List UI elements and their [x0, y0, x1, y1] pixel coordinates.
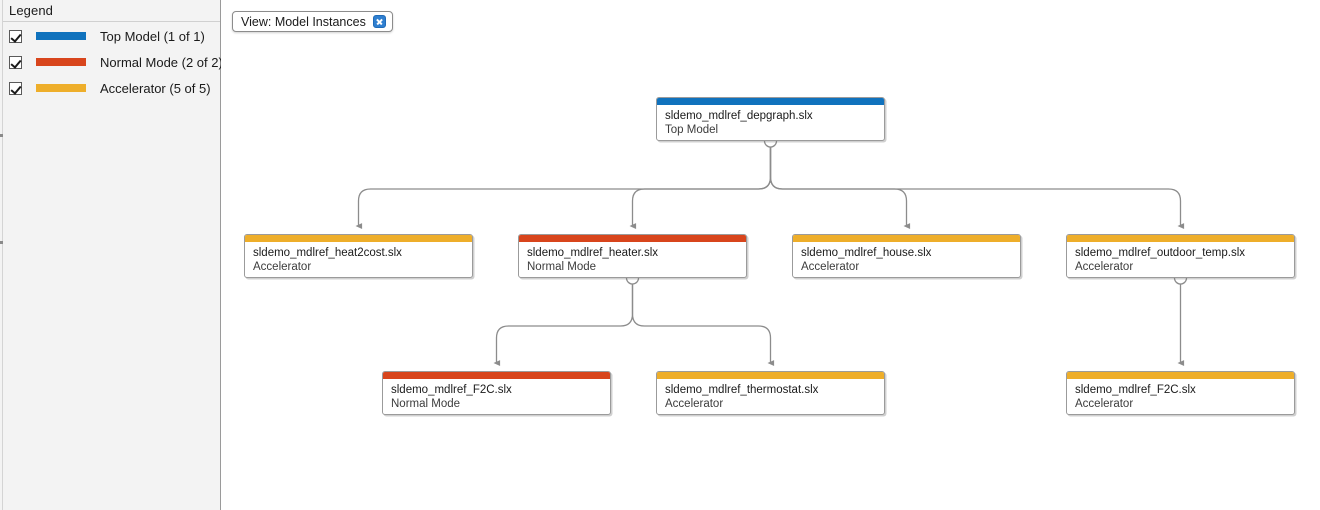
graph-canvas[interactable]: View: Model Instances sldemo_mdlref_depg…	[221, 0, 1320, 510]
legend-item-normal-mode[interactable]: Normal Mode (2 of 2)	[0, 49, 223, 75]
model-node-simulation-mode: Accelerator	[1075, 261, 1134, 273]
legend-panel: Legend Top Model (1 of 1) Normal Mode (2…	[0, 0, 223, 510]
model-dependency-edge	[629, 147, 772, 229]
model-node-filename: sldemo_mdlref_depgraph.slx	[665, 110, 813, 122]
model-node-filename: sldemo_mdlref_house.slx	[801, 247, 932, 259]
model-node-mode-bar	[245, 235, 472, 242]
model-node-simulation-mode: Accelerator	[665, 398, 724, 410]
model-dependency-edge	[631, 284, 775, 366]
model-node-mode-bar	[1067, 372, 1294, 379]
model-node-filename: sldemo_mdlref_heat2cost.slx	[253, 247, 402, 259]
model-node-simulation-mode: Top Model	[665, 124, 719, 136]
model-node-mode-bar	[519, 235, 746, 242]
model-node-simulation-mode: Normal Mode	[391, 398, 461, 410]
legend-item-label: Normal Mode (2 of 2)	[100, 54, 223, 70]
legend-title: Legend	[9, 3, 53, 18]
legend-color-swatch	[36, 58, 86, 66]
model-dependency-edge	[355, 147, 772, 229]
model-node-filename: sldemo_mdlref_heater.slx	[527, 247, 659, 259]
model-dependency-edge	[493, 284, 634, 366]
panel-splitter-grip[interactable]	[0, 241, 3, 244]
model-node-mode-bar	[383, 372, 610, 379]
model-node-simulation-mode: Accelerator	[801, 261, 860, 273]
model-dependency-edge	[769, 147, 1185, 229]
model-node-mode-bar	[657, 98, 884, 105]
model-node-mode-bar	[793, 235, 1020, 242]
model-node-mode-bar	[657, 372, 884, 379]
legend-item-label: Accelerator (5 of 5)	[100, 80, 211, 96]
clear-filter-x-icon[interactable]	[372, 15, 386, 28]
model-dependency-edge	[769, 147, 911, 229]
view-filter-chip-label: View: Model Instances	[241, 14, 366, 29]
checkbox-checked-icon[interactable]	[9, 81, 22, 95]
model-node-simulation-mode: Accelerator	[1075, 398, 1134, 410]
legend-color-swatch	[36, 84, 86, 92]
model-node-filename: sldemo_mdlref_outdoor_temp.slx	[1075, 247, 1246, 259]
legend-color-swatch	[36, 32, 86, 40]
legend-item-label: Top Model (1 of 1)	[100, 28, 205, 44]
legend-item-accelerator[interactable]: Accelerator (5 of 5)	[0, 75, 220, 101]
legend-item-top-model[interactable]: Top Model (1 of 1)	[0, 23, 220, 49]
model-node-filename: sldemo_mdlref_F2C.slx	[391, 384, 512, 396]
model-node-filename: sldemo_mdlref_thermostat.slx	[665, 384, 819, 396]
model-node-simulation-mode: Accelerator	[253, 261, 312, 273]
model-node-simulation-mode: Normal Mode	[527, 261, 597, 273]
checkbox-checked-icon[interactable]	[9, 29, 22, 43]
legend-header-divider	[3, 21, 220, 22]
model-node-filename: sldemo_mdlref_F2C.slx	[1075, 384, 1196, 396]
panel-splitter-grip[interactable]	[0, 134, 3, 137]
model-node-mode-bar	[1067, 235, 1294, 242]
checkbox-checked-icon[interactable]	[9, 55, 22, 69]
legend-list: Top Model (1 of 1) Normal Mode (2 of 2) …	[0, 23, 223, 101]
view-filter-chip[interactable]: View: Model Instances	[232, 11, 393, 32]
